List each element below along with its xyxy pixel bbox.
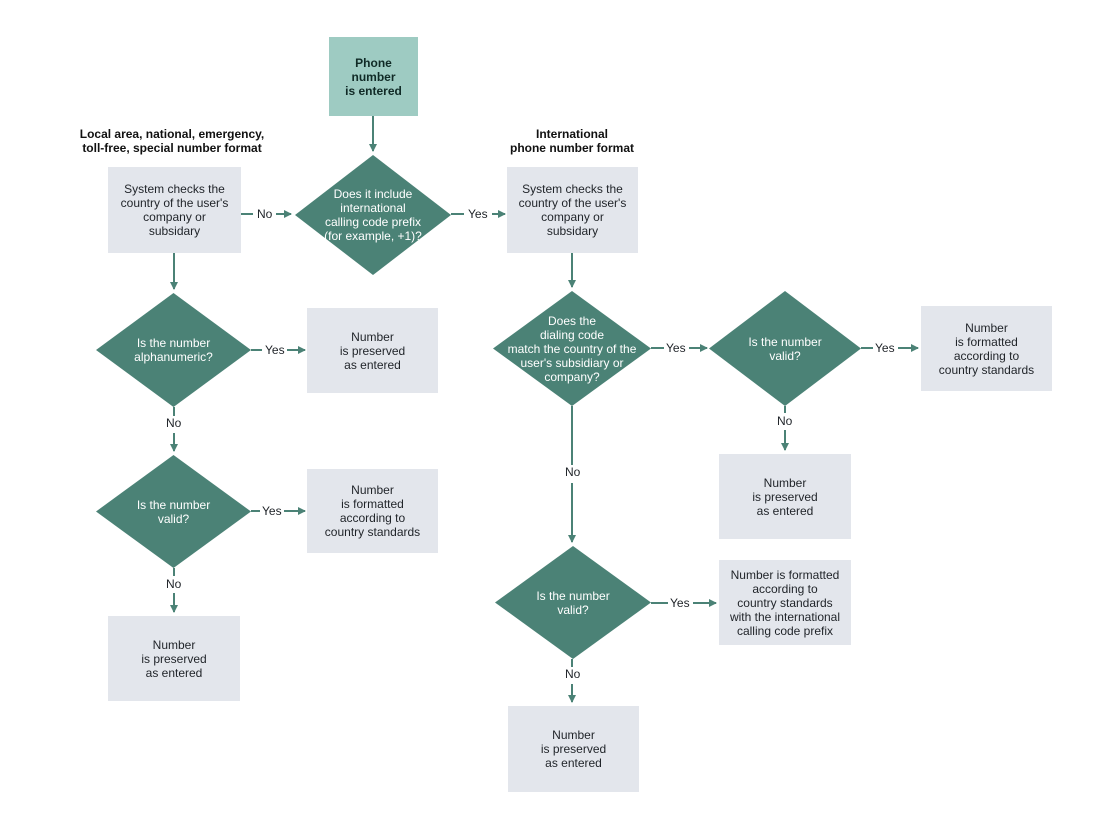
formatted-intl-line-4: country standards [938, 362, 1035, 377]
label-valid-intl-yes: Yes [873, 341, 897, 355]
local-check-line-2: country of the user's [120, 196, 229, 210]
box-preserved-intl-bottom: Number is preserved as entered [508, 706, 639, 792]
label-alnum-yes: Yes [263, 343, 287, 357]
decision-prefix-shape [295, 155, 451, 275]
decision-alnum-line-1: Is the number [136, 336, 211, 350]
formatted-intl-line-2: is formatted [955, 334, 1018, 349]
header-intl-line-1: International [535, 127, 608, 141]
formatted-intl-line-1: Number [965, 320, 1008, 335]
decision-valid-intl-unmatched: Is the number valid? [495, 546, 651, 659]
label-dial-yes: Yes [664, 341, 688, 355]
label-alnum-no: No [164, 416, 184, 430]
formatted-local-line-2: is formatted [341, 497, 404, 511]
decision-valid-intl-line-1: Is the number [748, 334, 822, 349]
label-prefix-no: No [255, 207, 275, 221]
header-local-line-2: toll-free, special number format [82, 141, 262, 155]
decision-prefix-line-4: (for example, +1)? [324, 229, 422, 243]
label-prefix-yes: Yes [466, 207, 490, 221]
label-valid-intl2-no: No [563, 667, 583, 681]
box-intl-system-check: System checks the country of the user's … [507, 167, 638, 253]
label-valid-intl2-yes: Yes [668, 596, 692, 610]
preserved-local-line-3: as entered [145, 665, 203, 680]
preserved-intl-bottom-line-1: Number [552, 728, 595, 742]
preserved-alnum-line-3: as entered [344, 357, 401, 372]
label-dial-no: No [563, 465, 583, 479]
header-intl-line-2: phone number format [509, 141, 634, 155]
box-preserved-intl-right: Number is preserved as entered [719, 454, 851, 539]
local-check-line-1: System checks the [124, 182, 225, 196]
preserved-local-line-2: is preserved [141, 651, 207, 666]
decision-alnum-line-2: alphanumeric? [134, 350, 213, 364]
formatted-prefix-line-2: according to [752, 581, 818, 596]
decision-dial-line-2: dialing code [539, 327, 605, 342]
intl-check-line-2: country of the user's [518, 196, 627, 210]
decision-dial-line-5: company? [544, 369, 600, 384]
formatted-local-line-4: country standards [324, 525, 421, 539]
label-valid-local-yes: Yes [260, 504, 284, 518]
preserved-intl-right-line-2: is preserved [752, 489, 818, 504]
box-formatted-local: Number is formatted according to country… [307, 469, 438, 553]
start-line-1: Phone number [351, 55, 396, 84]
formatted-prefix-line-5: calling code prefix [736, 623, 834, 638]
decision-prefix-line-3: calling code prefix [324, 215, 422, 229]
header-local-format: Local area, national, emergency, toll-fr… [62, 127, 282, 155]
local-check-line-3: company or subsidary [143, 210, 206, 238]
header-local-line-1: Local area, national, emergency, [79, 127, 265, 141]
preserved-alnum-line-1: Number [351, 329, 394, 344]
box-formatted-with-prefix: Number is formatted according to country… [719, 560, 851, 645]
preserved-intl-bottom-line-3: as entered [545, 756, 602, 770]
preserved-alnum-line-2: is preserved [339, 343, 406, 358]
decision-dialing-code-shape [493, 291, 651, 406]
decision-alphanumeric: Is the number alphanumeric? [96, 293, 251, 407]
decision-dial-line-1: Does the [547, 313, 597, 328]
box-preserved-local: Number is preserved as entered [108, 616, 240, 701]
preserved-intl-right-line-1: Number [763, 475, 807, 490]
decision-dialing-code-match: Does the dialing code match the country … [493, 291, 651, 406]
decision-valid-intl-unmatched-shape [495, 546, 651, 659]
decision-valid-local-shape [96, 455, 251, 568]
preserved-intl-bottom-line-2: is preserved [540, 742, 607, 756]
decision-prefix-line-2: international [340, 201, 406, 215]
intl-check-line-3: company or subsidary [541, 210, 604, 238]
decision-prefix: Does it include international calling co… [295, 155, 451, 275]
box-formatted-intl: Number is formatted according to country… [921, 306, 1052, 391]
start-node: Phone number is entered [329, 37, 418, 116]
box-preserved-alphanumeric: Number is preserved as entered [307, 308, 438, 393]
decision-valid-local: Is the number valid? [96, 455, 251, 568]
formatted-prefix-line-3: country standards [737, 595, 833, 610]
decision-valid-intl2-line-1: Is the number [536, 588, 610, 603]
box-local-system-check: System checks the country of the user's … [108, 167, 241, 253]
header-international-format: International phone number format [496, 127, 648, 155]
preserved-local-line-1: Number [152, 637, 196, 652]
decision-valid-intl-matched: Is the number valid? [709, 291, 861, 406]
decision-valid-local-line-1: Is the number [136, 497, 211, 512]
intl-check-line-1: System checks the [522, 182, 623, 196]
decision-valid-local-line-2: valid? [157, 511, 190, 526]
decision-dial-line-4: user's subsidiary or [520, 355, 624, 370]
start-line-2: is entered [345, 83, 402, 98]
label-valid-intl-no: No [775, 414, 795, 428]
decision-valid-intl2-line-2: valid? [557, 602, 589, 617]
formatted-prefix-line-1: Number is formatted [730, 567, 840, 582]
formatted-local-line-1: Number [351, 483, 394, 497]
decision-alphanumeric-shape [96, 293, 251, 407]
decision-prefix-line-1: Does it include [333, 187, 413, 201]
formatted-intl-line-3: according to [953, 348, 1020, 363]
decision-valid-intl-line-2: valid? [769, 348, 801, 363]
formatted-prefix-line-4: with the international [729, 609, 841, 624]
label-valid-local-no: No [164, 577, 184, 591]
preserved-intl-right-line-3: as entered [756, 503, 814, 518]
decision-dial-line-3: match the country of the [507, 341, 637, 356]
formatted-local-line-3: according to [339, 511, 406, 525]
decision-valid-intl-matched-shape [709, 291, 861, 406]
